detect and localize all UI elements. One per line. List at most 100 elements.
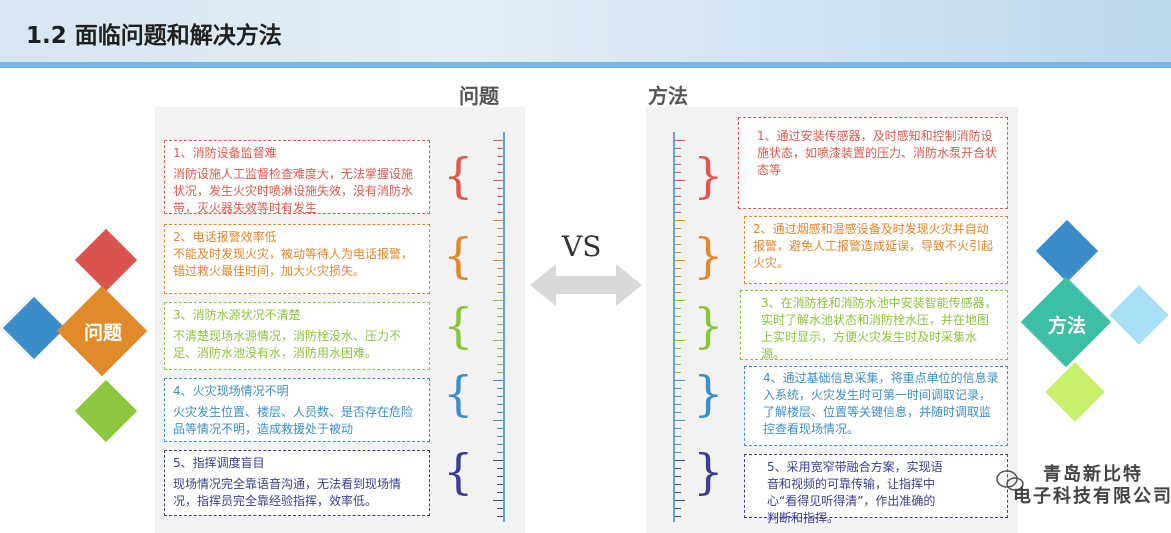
brace-green: }: [693, 298, 724, 354]
method-item-5: 5、采用宽窄带融合方案，实现语音和视频的可靠传输，让指挥中心“看得见听得清”，作…: [744, 454, 1008, 525]
brace-green: {: [443, 298, 474, 354]
brace-blue: }: [693, 366, 724, 422]
ruler-tick: [497, 332, 503, 333]
ruler-tick: [675, 356, 681, 357]
ruler-tick: [497, 236, 503, 237]
ruler-tick: [497, 436, 503, 437]
brace-navy: {: [443, 444, 474, 500]
logo-line1: 青岛新比特: [1043, 464, 1143, 485]
method-item-2: 2、通过烟感和温感设备及时发现火灾并自动报警，避免人工报警造成延误，导致不火引起…: [744, 216, 1008, 284]
ruler-tick: [497, 372, 503, 373]
ruler-tick: [497, 148, 503, 149]
ruler-tick: [497, 516, 503, 517]
ruler-tick: [675, 196, 681, 197]
problem-item-3: 3、消防水源状况不清楚 不清楚现场水源情况，消防栓没水、压力不足、消防水池没有水…: [164, 302, 430, 370]
problem-body: 消防设施人工监督检查难度大，无法掌握设施状况，发生火灾时喷淋设施失效，没有消防水…: [173, 167, 414, 215]
ruler-tick: [675, 260, 685, 261]
double-arrow-icon: [530, 264, 642, 306]
ruler-tick: [675, 164, 681, 165]
ruler-tick: [497, 348, 503, 349]
ruler-tick: [675, 436, 681, 437]
ruler-tick: [497, 396, 503, 397]
ruler-tick: [497, 492, 503, 493]
ruler-tick: [675, 404, 681, 405]
problem-title: 3、消防水源状况不清楚: [173, 308, 301, 322]
ruler-tick: [675, 492, 681, 493]
ruler-tick: [497, 244, 503, 245]
ruler-tick: [497, 452, 503, 453]
ruler-tick: [675, 468, 681, 469]
ruler-tick: [675, 372, 681, 373]
brace-navy: }: [693, 444, 724, 500]
ruler-tick: [497, 276, 503, 277]
ruler-tick: [675, 484, 681, 485]
ruler-tick: [497, 212, 503, 213]
ruler-tick: [675, 308, 681, 309]
problem-title: 1、消防设备监督难: [173, 146, 277, 160]
problem-title: 5、指挥调度盲目: [173, 456, 265, 470]
ruler-tick: [497, 428, 503, 429]
ruler-tick: [675, 396, 681, 397]
ruler-tick: [675, 284, 681, 285]
ruler-tick: [497, 404, 503, 405]
vs-label: VS: [562, 230, 602, 263]
ruler-tick: [493, 140, 503, 141]
ruler-tick: [675, 444, 681, 445]
ruler-tick: [497, 324, 503, 325]
problem-body: 火灾发生位置、楼层、人员数、是否存在危险品等情况不明，造成救援处于被动: [173, 405, 414, 436]
header-banner: [0, 0, 1171, 68]
ruler-tick: [675, 332, 681, 333]
method-text: 2、通过烟感和温感设备及时发现火灾并自动报警，避免人工报警造成延误，导致不火引起…: [753, 222, 994, 270]
brace-blue: {: [443, 366, 474, 422]
ruler-tick: [675, 172, 681, 173]
ruler-tick: [675, 364, 681, 365]
diamond-lime: [1045, 362, 1105, 422]
problem-item-5: 5、指挥调度盲目 现场情况完全靠语音沟通，无法看到现场情况，指挥员完全靠经验指挥…: [164, 450, 430, 516]
ruler-tick: [675, 236, 681, 237]
ruler-tick: [675, 388, 681, 389]
problem-item-4: 4、火灾现场情况不明 火灾发生位置、楼层、人员数、是否存在危险品等情况不明，造成…: [164, 378, 430, 442]
problem-title: 4、火灾现场情况不明: [173, 384, 289, 398]
diamond-green: [74, 379, 138, 443]
ruler-tick: [675, 412, 681, 413]
diamond-lightblue: [1109, 285, 1169, 345]
problem-title: 2、电话报警效率低: [173, 230, 277, 244]
ruler-tick: [675, 420, 685, 421]
problems-diamond-label: 问题: [83, 322, 122, 344]
ruler-tick: [675, 300, 685, 301]
ruler-tick: [675, 268, 681, 269]
logo-line2: 电子科技有限公司: [1013, 486, 1171, 507]
ruler-tick: [497, 156, 503, 157]
ruler-tick: [497, 292, 503, 293]
ruler-tick: [675, 460, 685, 461]
methods-diamond-label: 方法: [1047, 315, 1086, 337]
ruler-tick: [497, 468, 503, 469]
diamond-blue-right: [1035, 219, 1099, 283]
ruler-tick: [675, 148, 681, 149]
ruler-tick: [497, 172, 503, 173]
brace-red: }: [693, 148, 724, 204]
method-text: 5、采用宽窄带融合方案，实现语音和视频的可靠传输，让指挥中心“看得见听得清”，作…: [767, 460, 943, 525]
brace-orange: {: [443, 228, 474, 284]
problem-body: 现场情况完全靠语音沟通，无法看到现场情况，指挥员完全靠经验指挥，效率低。: [173, 477, 402, 508]
ruler-tick: [497, 356, 503, 357]
method-text: 3、在消防栓和消防水池中安装智能传感器，实时了解水池状态和消防栓水压，并在地图上…: [761, 296, 997, 361]
wechat-icon: [996, 470, 1024, 491]
ruler-tick: [497, 188, 503, 189]
ruler-tick: [675, 252, 681, 253]
ruler-tick: [493, 380, 503, 381]
ruler-tick: [675, 292, 681, 293]
methods-ruler: [673, 132, 675, 522]
brace-orange: }: [693, 228, 724, 284]
ruler-tick: [675, 204, 681, 205]
ruler-tick: [497, 476, 503, 477]
ruler-tick: [497, 484, 503, 485]
ruler-tick: [497, 228, 503, 229]
ruler-tick: [493, 340, 503, 341]
ruler-tick: [497, 268, 503, 269]
ruler-tick: [675, 316, 681, 317]
ruler-tick: [675, 228, 681, 229]
ruler-tick: [493, 460, 503, 461]
ruler-tick: [675, 212, 681, 213]
ruler-tick: [675, 500, 685, 501]
